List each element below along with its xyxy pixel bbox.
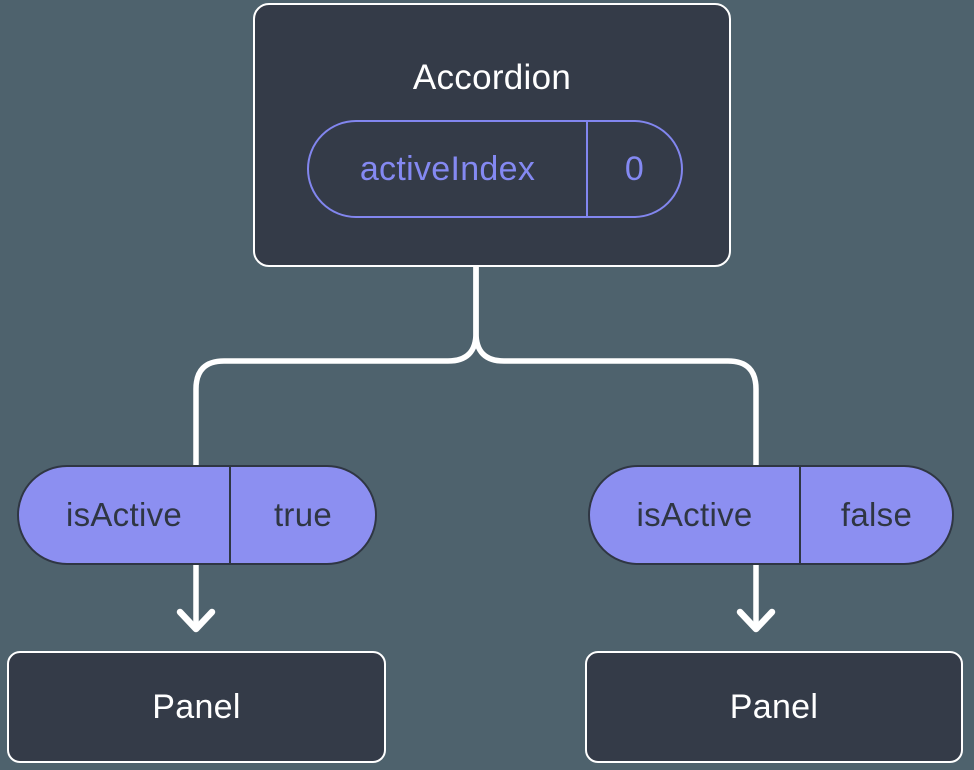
panel-node-right: Panel bbox=[585, 651, 963, 763]
panel-node-left: Panel bbox=[7, 651, 386, 763]
prop-value-label: false bbox=[840, 496, 913, 533]
accordion-node: Accordion activeIndex 0 bbox=[253, 3, 731, 267]
panel-node-title: Panel bbox=[729, 687, 819, 726]
accordion-node-title: Accordion bbox=[412, 58, 572, 97]
panel-node-title: Panel bbox=[152, 687, 241, 726]
prop-pill-isactive-true: isActive true bbox=[17, 465, 377, 565]
prop-pill-isactive-false: isActive false bbox=[588, 465, 954, 565]
arrow-down-icon bbox=[176, 608, 216, 633]
connector-branch-left bbox=[193, 262, 479, 628]
prop-name-label: isActive bbox=[590, 467, 801, 563]
state-name-label: activeIndex bbox=[309, 122, 588, 216]
state-value-label: 0 bbox=[624, 149, 645, 188]
prop-name-label: isActive bbox=[19, 467, 231, 563]
arrow-down-icon bbox=[736, 608, 776, 633]
connector-branch-right bbox=[473, 262, 759, 628]
prop-value-label: true bbox=[273, 496, 333, 533]
state-pill-activeindex: activeIndex 0 bbox=[307, 120, 683, 218]
